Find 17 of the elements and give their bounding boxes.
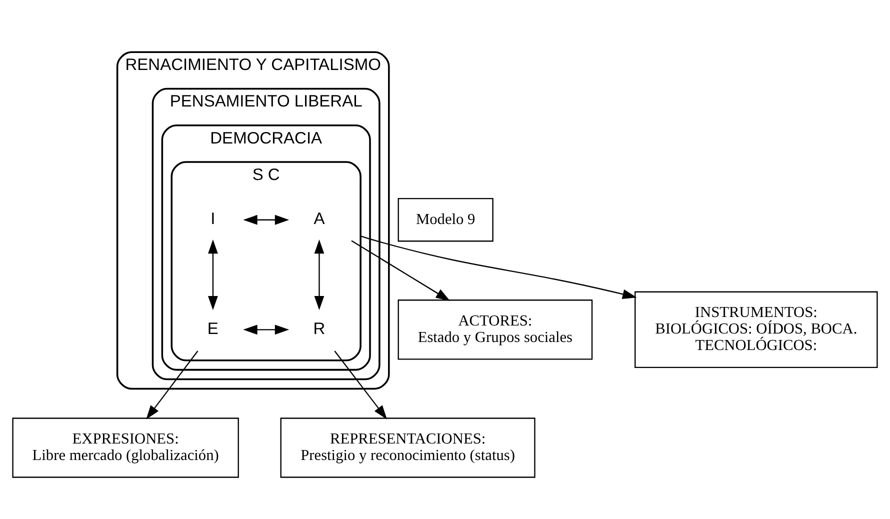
node-box: REPRESENTACIONES: Prestigio y reconocimiento (status) [280,417,536,478]
node-text: E [207,318,218,338]
arrow [334,350,387,419]
node-box: Modelo 9 [398,198,494,242]
arrow [243,324,290,334]
node-text: I [210,208,216,228]
node-box: EXPRESIONES: Libre mercado (globalización) [12,417,239,478]
arrow [146,350,198,419]
arrow [208,238,218,310]
node-box: INSTRUMENTOS: BIOLÓGICOS: OÍDOS, BOCA. TECNOLÓGICOS: [634,290,878,368]
node-box: ACTORES: Estado y Grupos sociales [398,299,593,360]
arrow [314,238,324,310]
node-text: R [313,318,326,338]
node-text: A [314,208,325,228]
arrow [360,234,637,298]
arrow [351,240,450,300]
arrow [243,214,290,224]
